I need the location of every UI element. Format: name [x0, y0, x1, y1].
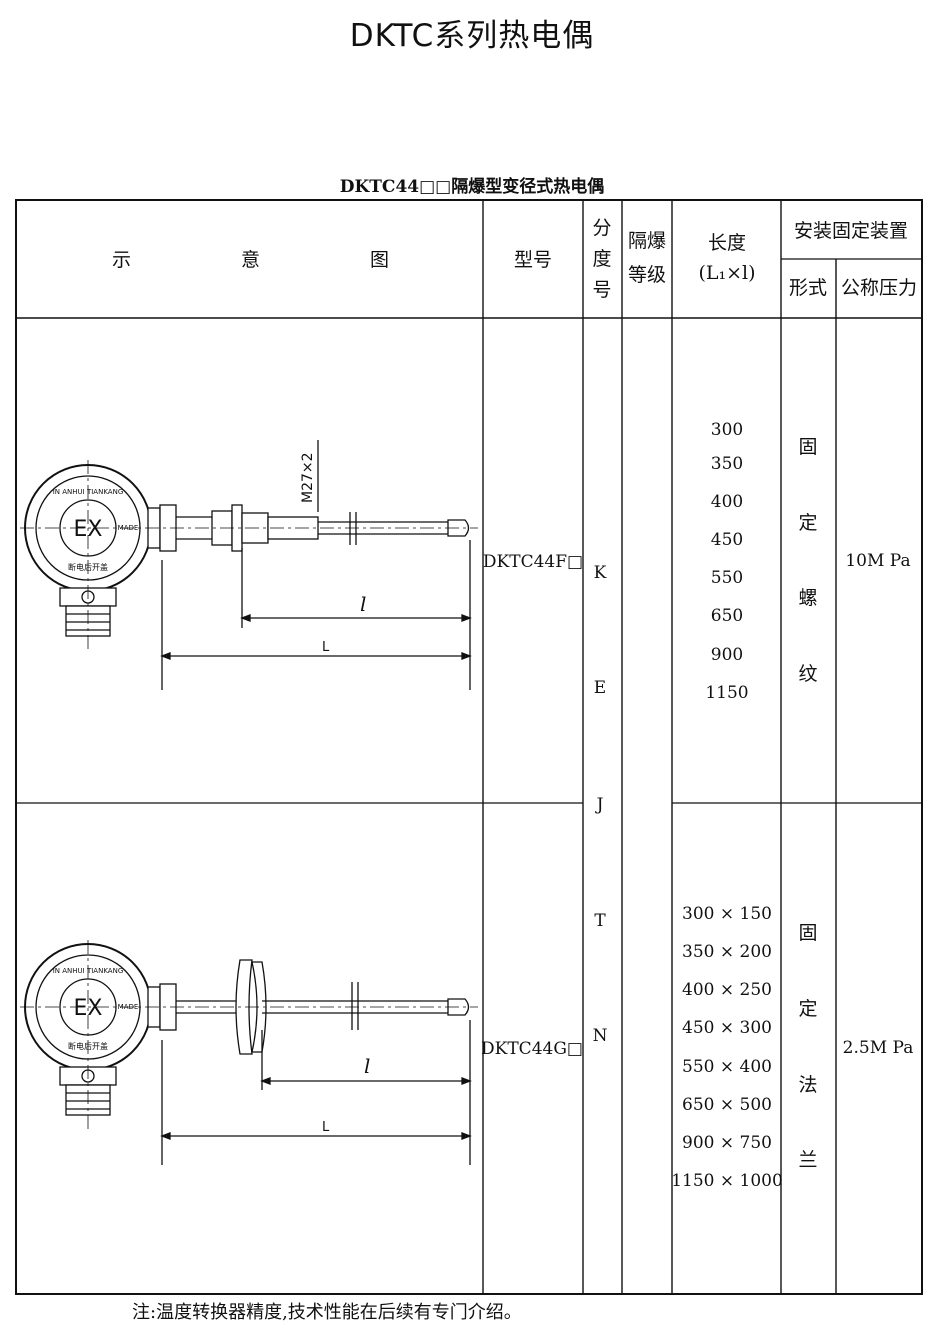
row1-diagram: [20, 440, 478, 690]
row1-length-2: 350: [711, 454, 743, 474]
row1-form-3: 螺: [798, 587, 817, 609]
row1-form-4: 纹: [798, 663, 817, 685]
row1-ex-mark: EX: [74, 517, 103, 542]
header-pressure: 公称压力: [841, 277, 917, 299]
row1-length-7: 900: [711, 645, 743, 665]
row2-length-8: 1150 × 1000: [671, 1171, 783, 1191]
footnote: 注:温度转换器精度,技术性能在后续有专门介绍。: [132, 1302, 522, 1323]
table-caption: DKTC44□□隔爆型变径式热电偶: [339, 177, 605, 197]
header-mounting: 安装固定装置: [794, 220, 908, 242]
grading-t: T: [594, 911, 606, 931]
grading-k: K: [594, 563, 607, 583]
header-length-1: 长度: [708, 232, 746, 254]
row1-length-4: 450: [711, 530, 743, 550]
row2-length-4: 450 × 300: [682, 1018, 772, 1038]
row1-model: DKTC44F□: [483, 552, 583, 572]
row2-length-2: 350 × 200: [682, 942, 772, 962]
row1-lengths: 300 350 400 450 550 650 900 1150: [705, 420, 748, 703]
spec-table: 示 意 图 型号 分 度 号 隔爆 等级 长度 (L₁×l) 安装固定装置 形式…: [15, 199, 923, 1295]
row1-thread-label: M27×2: [300, 452, 316, 503]
row1-length-5: 550: [711, 568, 743, 588]
row1-ring-top: IN ANHUI TIANKANG: [53, 488, 124, 496]
row2-form-4: 兰: [798, 1149, 817, 1171]
grading-e: E: [594, 678, 606, 698]
row1-pressure: 10M Pa: [845, 551, 910, 571]
row2-ring-top: IN ANHUI TIANKANG: [53, 967, 124, 975]
row1-dim-large: L: [322, 640, 330, 655]
row2-ex-mark: EX: [74, 996, 103, 1021]
grading-j: J: [595, 795, 604, 815]
header-length-2: (L₁×l): [698, 262, 755, 284]
header-grading-2: 度: [592, 248, 611, 270]
row2-ring-side: MADE: [118, 1003, 139, 1011]
header-diagram-3: 图: [370, 249, 389, 271]
row2-length-7: 900 × 750: [682, 1133, 772, 1153]
table-grid: [15, 199, 923, 1295]
page-title: DKTC系列热电偶: [349, 18, 595, 54]
row2-model: DKTC44G□: [481, 1039, 583, 1059]
row1-ring-side: MADE: [118, 524, 139, 532]
row2-length-5: 550 × 400: [682, 1057, 772, 1077]
row1-head-marks: EX IN ANHUI TIANKANG MADE 断电后开盖: [53, 488, 139, 572]
grading-n: N: [593, 1026, 608, 1046]
row2-form-2: 定: [798, 998, 817, 1020]
row2-pressure: 2.5M Pa: [843, 1038, 914, 1058]
header-model: 型号: [514, 249, 552, 271]
header-diagram-2: 意: [241, 249, 260, 271]
header-grading-1: 分: [592, 217, 611, 239]
row1-dim-small: l: [360, 592, 366, 616]
row2-length-3: 400 × 250: [682, 980, 772, 1000]
header-grading-3: 号: [592, 279, 611, 301]
row1-ring-bottom: 断电后开盖: [68, 562, 108, 572]
row2-dim-large: L: [322, 1120, 330, 1135]
row2-form-1: 固: [798, 922, 817, 944]
row2-diagram: [20, 940, 478, 1165]
header-form: 形式: [789, 277, 827, 299]
row1-form-2: 定: [798, 512, 817, 534]
row2-length-6: 650 × 500: [682, 1095, 772, 1115]
row1-length-6: 650: [711, 606, 743, 626]
header-diagram-1: 示: [112, 249, 131, 271]
header-explosion-1: 隔爆: [628, 230, 666, 252]
row2-ring-bottom: 断电后开盖: [68, 1041, 108, 1051]
row1-length-3: 400: [711, 492, 743, 512]
row1-form-1: 固: [798, 436, 817, 458]
row2-length-1: 300 × 150: [682, 904, 772, 924]
row2-head-marks: EX IN ANHUI TIANKANG MADE 断电后开盖: [53, 967, 139, 1051]
row2-lengths: 300 × 150 350 × 200 400 × 250 450 × 300 …: [671, 904, 783, 1191]
row1-length-1: 300: [711, 420, 743, 440]
header-explosion-2: 等级: [628, 264, 666, 286]
row2-dim-small: l: [364, 1054, 370, 1078]
row2-form-3: 法: [798, 1074, 817, 1096]
row1-length-8: 1150: [705, 683, 748, 703]
